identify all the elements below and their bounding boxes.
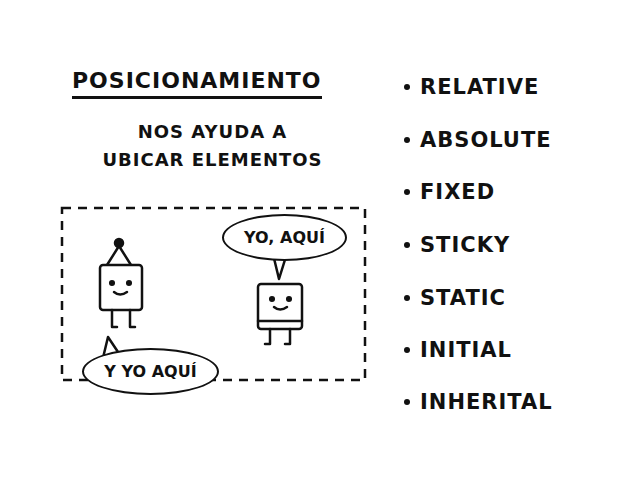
subtitle: NOS AYUDA A UBICAR ELEMENTOS <box>99 118 326 174</box>
speech-bubble: Y YO AQUÍ <box>82 348 219 395</box>
list-item: ABSOLUTE <box>420 128 552 152</box>
robot-left <box>100 239 142 327</box>
speech-bubble: YO, AQUÍ <box>222 214 347 261</box>
page-title: POSICIONAMIENTO <box>72 68 322 99</box>
bubble-text: YO, AQUÍ <box>244 228 325 247</box>
list-item: STATIC <box>420 286 506 310</box>
list-item: INHERITAL <box>420 390 553 414</box>
list-item: INITIAL <box>420 338 512 362</box>
robot-right <box>258 284 302 344</box>
list-bullets <box>404 84 410 405</box>
list-item: STICKY <box>420 233 510 257</box>
list-item: FIXED <box>420 180 495 204</box>
bubble-text: Y YO AQUÍ <box>104 362 197 381</box>
list-item: RELATIVE <box>420 75 539 99</box>
